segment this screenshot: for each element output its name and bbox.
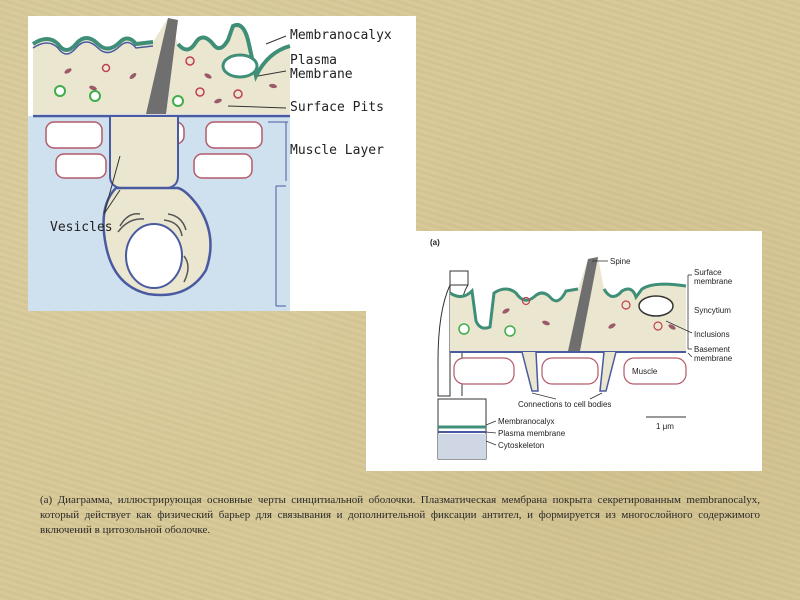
label-syncytium: Syncytium (694, 306, 731, 315)
label-membranocalyx-small: Membranocalyx (498, 417, 554, 426)
label-basement-membrane-1: Basement (694, 345, 731, 354)
connection-left (522, 352, 538, 391)
label-plasma-membrane-small: Plasma membrane (498, 429, 566, 438)
label-spine: Spine (610, 257, 631, 266)
left-diagram-panel: Membranocalyx Plasma Membrane Surface Pi… (28, 16, 416, 311)
panel-letter: (a) (430, 238, 440, 247)
label-surface-pits: Surface Pits (290, 100, 384, 115)
label-basement-membrane-2: membrane (694, 354, 733, 363)
right-diagram-panel: (a) (366, 231, 762, 471)
tegument-diagram: Membranocalyx Plasma Membrane Surface Pi… (28, 16, 416, 311)
label-muscle: Muscle (632, 367, 658, 376)
label-surface-membrane-2: membrane (694, 277, 733, 286)
syncytium-diagram: (a) (366, 231, 762, 471)
label-surface-membrane-1: Surface (694, 268, 722, 277)
label-plasma-2: Membrane (290, 67, 353, 82)
surface-pit-ring (223, 55, 257, 77)
connection-strand (110, 116, 178, 188)
label-vesicles: Vesicles (50, 220, 113, 235)
label-cytoskeleton: Cytoskeleton (498, 441, 544, 450)
inset-cytoskeleton (438, 434, 486, 459)
label-inclusions: Inclusions (694, 330, 730, 339)
label-muscle-layer: Muscle Layer (290, 143, 384, 158)
zoom-box (450, 271, 468, 285)
connection-right (600, 352, 616, 391)
label-plasma-1: Plasma (290, 53, 337, 68)
label-membranocalyx: Membranocalyx (290, 28, 392, 43)
nucleus (126, 224, 182, 288)
label-scale-bar: 1 μm (656, 422, 674, 431)
right-ring (639, 296, 673, 316)
label-connections: Connections to cell bodies (518, 400, 611, 409)
figure-caption: (a) Диаграмма, иллюстрирующая основные ч… (40, 493, 760, 538)
